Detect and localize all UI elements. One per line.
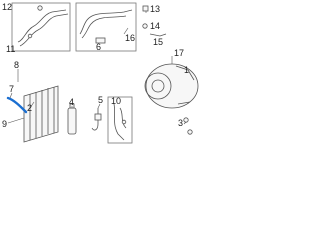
callouts: 12 11 8 7 9 2 4 5 6 10 16 13 14 15 17 1 …	[2, 2, 189, 129]
compressor-hub	[151, 79, 165, 93]
callout-16: 16	[125, 33, 135, 43]
hose-line-d	[81, 15, 127, 39]
compressor-pulley	[144, 72, 172, 100]
callout-3: 3	[178, 118, 183, 128]
hose-line-c	[79, 9, 133, 35]
compressor-rib-2	[177, 101, 191, 105]
fitting-14	[142, 23, 148, 29]
bolt-2	[187, 129, 193, 135]
hose-fitting-2	[121, 119, 127, 125]
callout-11: 11	[6, 44, 15, 54]
pipe-5	[91, 108, 99, 131]
callout-15: 15	[153, 37, 163, 47]
compressor-body	[145, 63, 199, 109]
leader-16	[123, 27, 129, 35]
hose-line-b	[19, 13, 69, 47]
hose-clip	[37, 5, 43, 11]
callout-4: 4	[69, 97, 74, 107]
hose-line-a	[17, 9, 67, 43]
bolt	[183, 117, 189, 123]
callout-14: 14	[150, 21, 160, 31]
expansion-pipe	[91, 108, 102, 131]
fitting-15	[149, 33, 167, 37]
callout-8: 8	[14, 60, 19, 70]
receiver-tank	[67, 107, 77, 135]
compressor-rib	[175, 65, 195, 81]
callout-1: 1	[184, 65, 189, 75]
callout-10: 10	[111, 96, 121, 106]
leader-5	[97, 103, 101, 109]
hose-fitting	[27, 33, 33, 39]
callout-7: 7	[9, 84, 14, 94]
callout-2: 2	[27, 103, 32, 113]
top-right-fittings	[142, 5, 167, 37]
callout-6: 6	[96, 42, 101, 52]
fitting-13	[142, 5, 149, 12]
callout-9: 9	[2, 119, 7, 129]
leader-2	[29, 101, 35, 109]
callout-13: 13	[150, 4, 160, 14]
compressor	[144, 63, 199, 109]
condenser-core	[23, 85, 59, 143]
highlighted-hose	[6, 96, 28, 114]
hose-line-f	[119, 107, 127, 129]
leader-9	[7, 117, 25, 124]
part-box-16-frame	[75, 2, 137, 52]
parts-diagram: 12 11 8 7 9 2 4 5 6 10 16 13 14 15 17 1 …	[0, 0, 200, 147]
leader-7	[9, 92, 13, 99]
part-box-10-frame	[107, 96, 133, 144]
callout-17: 17	[174, 48, 184, 58]
part-box-10	[107, 96, 133, 144]
pipe-5-block	[94, 113, 102, 121]
block-fitting	[95, 37, 106, 44]
leader-lines	[7, 11, 187, 125]
callout-5: 5	[98, 95, 103, 105]
part-box-16	[75, 2, 137, 52]
callout-12: 12	[2, 2, 12, 12]
condenser	[23, 85, 59, 143]
parts-diagram-svg: 12 11 8 7 9 2 4 5 6 10 16 13 14 15 17 1 …	[2, 2, 199, 144]
hose-line-e	[113, 103, 125, 141]
part-box-12	[11, 2, 71, 52]
part-box-12-frame	[11, 2, 71, 52]
leader-3	[183, 121, 187, 125]
receiver-dryer	[67, 103, 77, 135]
